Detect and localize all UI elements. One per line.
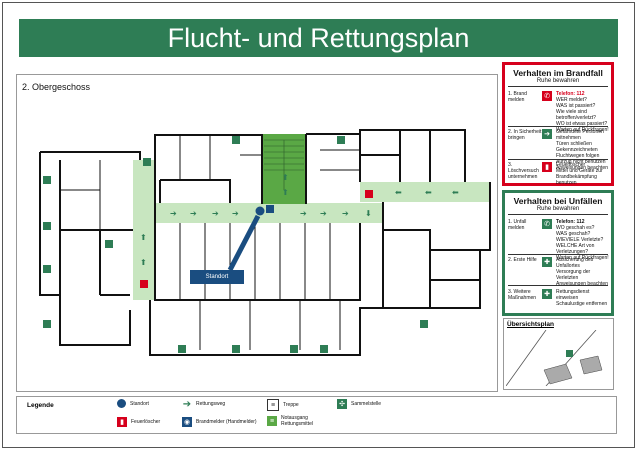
fire-box-subtitle: Ruhe bewahren <box>508 78 608 87</box>
divider <box>508 159 608 160</box>
accident-step-label: 2. Erste Hilfe <box>508 257 537 263</box>
svg-text:➔: ➔ <box>170 209 177 218</box>
legend-item-standort: Standort <box>117 399 149 408</box>
interior-walls <box>60 135 360 350</box>
standort-icon <box>117 399 126 408</box>
svg-text:⬆: ⬆ <box>140 258 147 267</box>
fire-extinguisher-icon: ▮ <box>542 162 552 172</box>
floor-label: 2. Obergeschoss <box>22 82 91 92</box>
page-title: Flucht- und Rettungsplan <box>19 19 618 57</box>
legend-item-brandmelder: ◉ Brandmelder (Handmelder) <box>182 417 257 427</box>
svg-text:⬅: ⬅ <box>452 188 459 197</box>
overview-map <box>506 330 603 386</box>
fire-box-title: Verhalten im Brandfall <box>513 68 603 78</box>
fire-extinguisher-icon: ▮ <box>117 417 127 427</box>
svg-text:⬆: ⬆ <box>282 173 289 182</box>
accident-step-label: 1. Unfall melden <box>508 219 527 231</box>
svg-text:➔: ➔ <box>300 209 307 218</box>
fire-step-text: Gefährdete Personen mitnehmen Türen schl… <box>556 129 608 171</box>
escape-route-arrows: ➔ ➔ ➔ ➔ ➔ ➔ ➔ ⬅ ⬅ ⬅ ⬆ ⬆ ⬆ ⬆ ⬇ <box>140 173 459 267</box>
divider <box>508 285 608 286</box>
stairs-icon: ≡ <box>267 416 277 426</box>
fire-step-label: 2. In Sicherheit bringen <box>508 129 542 141</box>
first-aid-icon: ✚ <box>542 289 552 299</box>
accident-instructions-box: Verhalten bei Unfällen Ruhe bewahren 1. … <box>502 190 614 316</box>
phone-icon: ✆ <box>542 219 552 229</box>
legend-title: Legende <box>27 402 54 409</box>
fire-step-text: Telefon: 112 WER meldet? WAS ist passier… <box>556 91 609 133</box>
fire-step-label: 1. Brand melden <box>508 91 527 103</box>
standort-marker <box>227 205 274 272</box>
walls <box>39 129 491 356</box>
divider <box>508 126 608 127</box>
svg-text:➔: ➔ <box>190 209 197 218</box>
svg-text:⬅: ⬅ <box>425 188 432 197</box>
escape-route-corridor <box>133 134 490 300</box>
floor-plan-area <box>16 74 498 392</box>
legend-item-sammelstelle: ✣ Sammelstelle <box>337 399 381 409</box>
phone-icon: ✆ <box>542 91 552 101</box>
accident-box-title: Verhalten bei Unfällen <box>513 196 603 206</box>
accident-step-label: 3. Weitere Maßnahmen <box>508 289 537 301</box>
svg-text:⬆: ⬆ <box>282 188 289 197</box>
accident-step-text: Absicherung des Unfallortes Versorgung d… <box>556 257 608 287</box>
legend: Legende Standort ▮ Feuerlöscher ➔ Rettun… <box>16 396 617 434</box>
fire-alarm-icon: ◉ <box>182 417 192 427</box>
svg-text:➔: ➔ <box>232 209 239 218</box>
svg-text:⬆: ⬆ <box>140 233 147 242</box>
fire-instructions-box: Verhalten im Brandfall Ruhe bewahren 1. … <box>502 62 614 186</box>
svg-text:➔: ➔ <box>342 209 349 218</box>
arrow-right-icon: ➔ <box>182 398 192 410</box>
accident-step-text: Rettungsdienst einweisen Schaulustige en… <box>556 289 608 307</box>
overview-title: Übersichtsplan <box>507 321 554 328</box>
emergency-exit-icons <box>43 136 428 353</box>
accident-step-text: Telefon: 112 WO geschah es? WAS geschah?… <box>556 219 609 261</box>
svg-text:➔: ➔ <box>320 209 327 218</box>
svg-text:⬇: ⬇ <box>365 209 372 218</box>
first-aid-icon: ✚ <box>542 257 552 267</box>
assembly-point-icon: ✣ <box>337 399 347 409</box>
legend-item-treppe: ≡ Treppe <box>267 399 299 411</box>
exit-icon: ➔ <box>542 129 552 139</box>
standort-label: Standort <box>190 270 244 284</box>
staircase <box>264 139 304 190</box>
svg-text:⬅: ⬅ <box>395 188 402 197</box>
svg-text:➔: ➔ <box>212 209 219 218</box>
legend-item-feuerloescher: ▮ Feuerlöscher <box>117 417 160 427</box>
fire-step-text: Feuerlöscher Mittel und Geräte zur Brand… <box>556 162 603 186</box>
divider <box>508 254 608 255</box>
accident-box-subtitle: Ruhe bewahren <box>508 206 608 215</box>
stairs-icon: ≡ <box>267 399 279 411</box>
overview-map-box: Übersichtsplan <box>503 318 614 390</box>
fire-step-label: 3. Löschversuch unternehmen <box>508 162 539 180</box>
legend-item-rettungsweg: ➔ Rettungsweg <box>182 398 226 410</box>
fire-extinguisher-icons <box>140 190 373 288</box>
legend-item-notausgang: ≡ Notausgang Rettungsmittel <box>267 415 341 427</box>
